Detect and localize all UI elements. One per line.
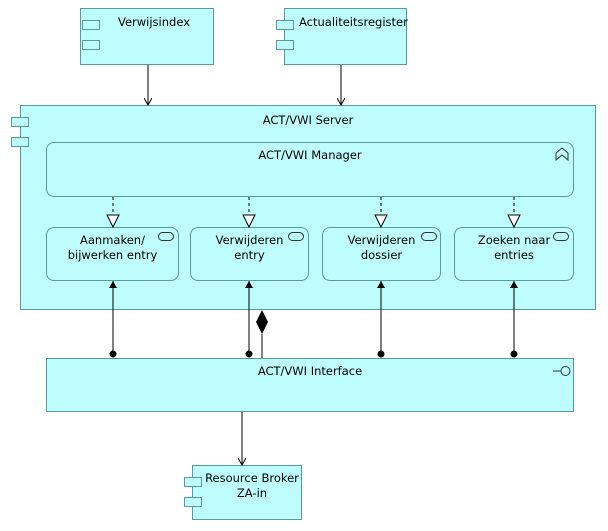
service-label-line2: entries (494, 248, 534, 262)
service-icon (421, 232, 437, 241)
service-icon (288, 232, 304, 241)
service-label-line2: entry (234, 248, 265, 262)
interface-icon (553, 366, 571, 376)
realization-lines (106, 197, 521, 229)
assignment-lines (109, 281, 518, 358)
component-icon (82, 40, 100, 50)
service-aanmaken-bijwerken-entry[interactable]: Aanmaken/ bijwerken entry (46, 227, 179, 281)
component-icon (184, 477, 202, 487)
manager-label: ACT/VWI Manager (258, 148, 362, 162)
act-vwi-manager-function[interactable]: ACT/VWI Manager (46, 142, 574, 197)
service-label-line1: Aanmaken/ (80, 233, 145, 247)
service-icon (158, 232, 174, 241)
component-icon (184, 497, 202, 507)
component-icon (11, 137, 29, 147)
resource-broker-component[interactable]: Resource Broker ZA-in (192, 465, 302, 520)
composition-line (256, 310, 268, 358)
verwijsindex-label: Verwijsindex (117, 15, 191, 29)
component-icon (82, 20, 100, 30)
server-label: ACT/VWI Server (262, 113, 354, 127)
resource-broker-label-line2: ZA-in (236, 486, 268, 500)
function-icon (555, 147, 569, 161)
service-verwijderen-entry[interactable]: Verwijderen entry (190, 227, 309, 281)
service-label-line1: Verwijderen (347, 233, 416, 247)
service-label-line2: bijwerken entry (67, 248, 158, 262)
actualiteitsregister-label: Actualiteitsregister (299, 15, 408, 29)
component-icon (276, 20, 294, 30)
interface-label: ACT/VWI Interface (257, 364, 363, 378)
service-icon (553, 232, 569, 241)
resource-broker-label-line1: Resource Broker (205, 471, 299, 485)
component-icon (11, 117, 29, 127)
service-label-line1: Zoeken naar (477, 233, 551, 247)
service-verwijderen-dossier[interactable]: Verwijderen dossier (322, 227, 441, 281)
act-vwi-interface[interactable]: ACT/VWI Interface (46, 358, 574, 412)
service-label-line1: Verwijderen (215, 233, 284, 247)
component-icon (276, 40, 294, 50)
verwijsindex-component[interactable]: Verwijsindex (80, 8, 214, 65)
service-label-line2: dossier (360, 248, 403, 262)
actualiteitsregister-component[interactable]: Actualiteitsregister (284, 8, 408, 65)
